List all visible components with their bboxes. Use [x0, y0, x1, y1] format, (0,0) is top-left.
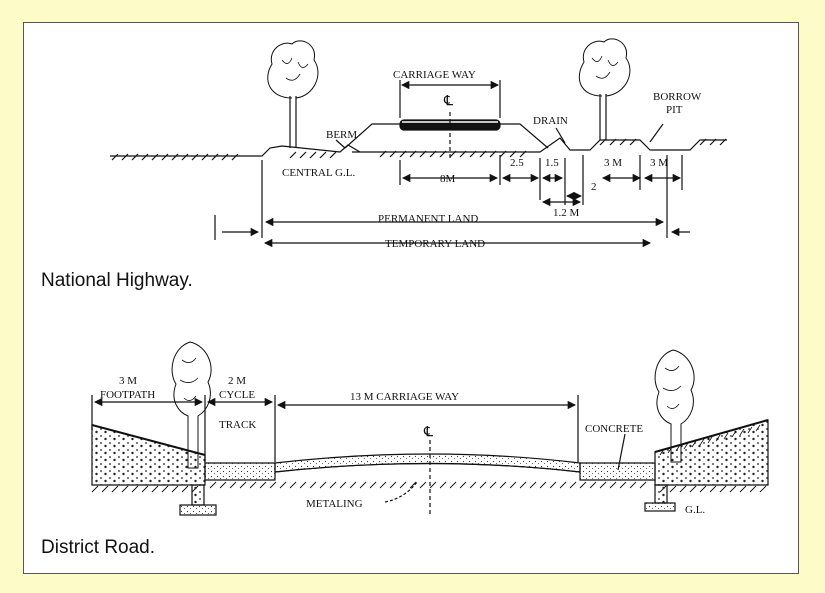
nh-8m-label: 8M: [440, 173, 456, 185]
dr-cycle-width-label: 2 M: [228, 375, 246, 387]
nh-borrow-leader: [649, 123, 664, 143]
dr-metaling-label: METALING: [306, 498, 363, 510]
nh-berm-leader: [335, 139, 346, 149]
dr-footpath-right: [654, 419, 769, 486]
nh-3m-label-a: 3 M: [604, 157, 622, 169]
dr-cycle-track-left: [204, 462, 276, 481]
dr-track-label: TRACK: [219, 419, 256, 431]
dr-post-right: [644, 484, 676, 512]
nh-3m-label-b: 3 M: [650, 157, 668, 169]
nh-drain-label: DRAIN: [533, 115, 568, 127]
dr-post-left: [179, 484, 217, 516]
dr-footpath-width-label: 3 M: [119, 375, 137, 387]
district-road-section: [91, 341, 769, 516]
nh-tree-left: [267, 40, 319, 148]
nh-carriageway-label: CARRIAGE WAY: [393, 69, 476, 81]
nh-permanent-land-label: PERMANENT LAND: [378, 213, 478, 225]
dr-metaling-leader: [384, 481, 418, 503]
nh-pit-label: PIT: [666, 104, 683, 116]
dr-cycle-track-right: [579, 462, 656, 481]
nh-berm-label: BERM: [326, 129, 357, 141]
nh-1-5-label: 1.5: [545, 157, 559, 169]
nh-2-label: 2: [591, 181, 597, 193]
dr-concrete-label: CONCRETE: [585, 423, 643, 435]
nh-ground-line: [110, 137, 727, 157]
nh-hatching: [111, 138, 727, 161]
dr-cycle-label: CYCLE: [219, 389, 255, 401]
nh-central-gl-label: CENTRAL G.L.: [282, 167, 355, 179]
nh-borrow-label: BORROW: [653, 91, 702, 103]
dr-carriageway-label: 13 M CARRIAGE WAY: [350, 391, 459, 403]
nh-temporary-land-label: TEMPORARY LAND: [385, 238, 485, 250]
nh-centerline-symbol: ℄: [443, 94, 453, 109]
dr-concrete-leader: [617, 433, 626, 471]
dr-ground-hatching: [91, 481, 767, 493]
dr-gl-label: G.L.: [685, 504, 705, 516]
national-highway-section: [110, 38, 727, 248]
dr-tree-right: [654, 349, 695, 463]
district-road-labels: 3 M FOOTPATH 2 M CYCLE TRACK 13 M CARRIA…: [100, 375, 705, 516]
national-highway-labels: CARRIAGE WAY ℄ BERM DRAIN BORROW PIT CEN…: [282, 69, 702, 250]
nh-drain-leader: [555, 127, 566, 144]
district-road-caption: District Road.: [41, 537, 156, 558]
dr-centerline-symbol: ℄: [423, 425, 433, 440]
nh-1-2m-label: 1.2 M: [553, 207, 580, 219]
national-highway-caption: National Highway.: [41, 270, 193, 291]
dr-footpath-label: FOOTPATH: [100, 389, 155, 401]
nh-tree-right: [579, 38, 631, 140]
nh-2-5-label: 2.5: [510, 157, 524, 169]
